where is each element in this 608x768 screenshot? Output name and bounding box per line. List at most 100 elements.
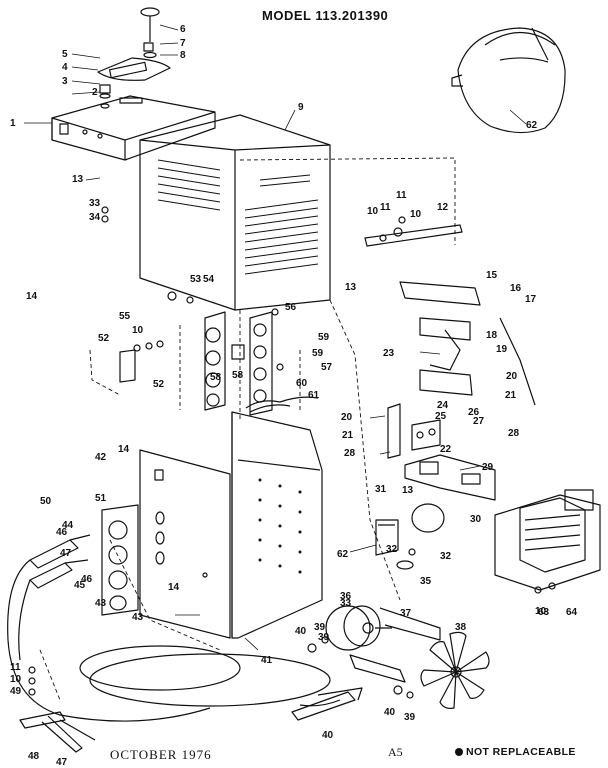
handle-assembly-illustration xyxy=(97,7,171,109)
not-replaceable-note: NOT REPLACEABLE xyxy=(466,746,576,758)
callout-number: 48 xyxy=(28,751,40,762)
callout-number: 28 xyxy=(508,428,520,439)
page-code: A5 xyxy=(388,745,403,759)
bracket-assembly-illustration xyxy=(399,281,536,451)
callout-number: 13 xyxy=(402,485,414,496)
callout-number: 1 xyxy=(10,118,16,129)
callout-number: 11 xyxy=(380,202,391,213)
callout-number: 27 xyxy=(473,416,485,427)
callout-number: 5 xyxy=(62,49,68,60)
callout-number: 26 xyxy=(468,407,480,418)
rectifier-assembly-illustration xyxy=(404,454,496,501)
callout-number: 18 xyxy=(486,330,498,341)
component-30-34-illustration xyxy=(375,503,445,570)
callout-number: 59 xyxy=(312,348,324,359)
callout-number: 39 xyxy=(318,632,330,643)
callout-number: 13 xyxy=(72,174,84,185)
callout-number: 64 xyxy=(566,607,578,618)
plug-connectors-illustration xyxy=(29,534,91,589)
callout-number: 39 xyxy=(314,622,326,633)
callout-number: 41 xyxy=(261,655,273,666)
welding-helmet-illustration xyxy=(451,27,566,134)
callout-number: 46 xyxy=(81,574,93,585)
chassis-illustration xyxy=(231,396,323,639)
callout-number: 37 xyxy=(400,608,412,619)
fan-assembly-illustration xyxy=(325,605,490,709)
callout-number: 20 xyxy=(341,412,353,423)
callout-number: 58 xyxy=(210,372,222,383)
callout-number: 58 xyxy=(232,370,244,381)
callout-number: 16 xyxy=(510,283,522,294)
not-replaceable-dot-icon xyxy=(455,748,463,756)
callout-number: 14 xyxy=(26,291,38,302)
callout-number: 56 xyxy=(285,302,297,313)
callout-number: 10 xyxy=(535,606,547,617)
callout-number: 51 xyxy=(95,493,107,504)
callout-number: 14 xyxy=(168,582,180,593)
callout-number: 45 xyxy=(74,580,86,591)
callout-number: 57 xyxy=(321,362,333,373)
callout-number: 62 xyxy=(526,120,538,131)
callout-number: 52 xyxy=(98,333,110,344)
callout-number: 17 xyxy=(525,294,537,305)
top-cover-illustration xyxy=(51,95,216,161)
callout-number: 11 xyxy=(396,190,407,201)
callout-number: 15 xyxy=(486,270,498,281)
revision-date: OCTOBER 1976 xyxy=(110,747,212,762)
callout-number: 12 xyxy=(437,202,449,213)
callout-number: 21 xyxy=(505,390,517,401)
callout-number: 20 xyxy=(506,371,518,382)
electrode-holder-illustration xyxy=(291,687,363,721)
callout-number: 49 xyxy=(10,686,22,697)
callout-number: 46 xyxy=(56,527,68,538)
callout-number: 25 xyxy=(435,411,447,422)
callout-number: 43 xyxy=(95,598,107,609)
callout-number: 38 xyxy=(455,622,467,633)
callout-number: 29 xyxy=(482,462,494,473)
callout-number: 8 xyxy=(180,50,186,61)
callout-number: 60 xyxy=(296,378,308,389)
callout-number: 33 xyxy=(89,198,101,209)
callout-number: 62 xyxy=(337,549,349,560)
callout-number: 6 xyxy=(180,24,186,35)
callout-number: 21 xyxy=(342,430,354,441)
callout-number: 10 xyxy=(132,325,144,336)
callout-number: 47 xyxy=(60,548,72,559)
callout-number: 50 xyxy=(40,496,52,507)
callout-number: 30 xyxy=(470,514,482,525)
callout-number: 10 xyxy=(367,206,379,217)
callout-number: 59 xyxy=(318,332,330,343)
receptacle-plate-illustration xyxy=(101,504,139,616)
callout-number: 32 xyxy=(386,544,398,555)
callout-number: 43 xyxy=(132,612,144,623)
cable-coil-illustration xyxy=(7,559,341,722)
callout-number: 9 xyxy=(298,102,304,113)
callout-number: 52 xyxy=(153,379,165,390)
callout-number: 22 xyxy=(440,444,452,455)
callout-number: 39 xyxy=(404,712,416,723)
transformer-illustration xyxy=(494,489,601,591)
callout-number: 4 xyxy=(62,62,68,73)
callout-number: 24 xyxy=(437,400,449,411)
callout-number: 10 xyxy=(410,209,422,220)
callout-number: 42 xyxy=(95,452,107,463)
callout-number: 33 xyxy=(340,598,352,609)
assembly-guide-lines xyxy=(39,157,456,701)
callout-number: 3 xyxy=(62,76,68,87)
callout-number: 13 xyxy=(345,282,357,293)
callout-number: 34 xyxy=(89,212,101,223)
callout-number: 31 xyxy=(375,484,387,495)
callout-number: 32 xyxy=(440,551,452,562)
callout-number: 10 xyxy=(10,674,22,685)
callout-number: 7 xyxy=(180,38,186,49)
hardware-fasteners xyxy=(28,206,556,699)
callout-number: 63 xyxy=(538,607,550,618)
callout-number: 44 xyxy=(62,520,74,531)
callout-number: 40 xyxy=(322,730,334,741)
leader-lines xyxy=(24,24,527,651)
callout-number: 61 xyxy=(308,390,320,401)
ground-clamp-illustration xyxy=(19,711,96,753)
